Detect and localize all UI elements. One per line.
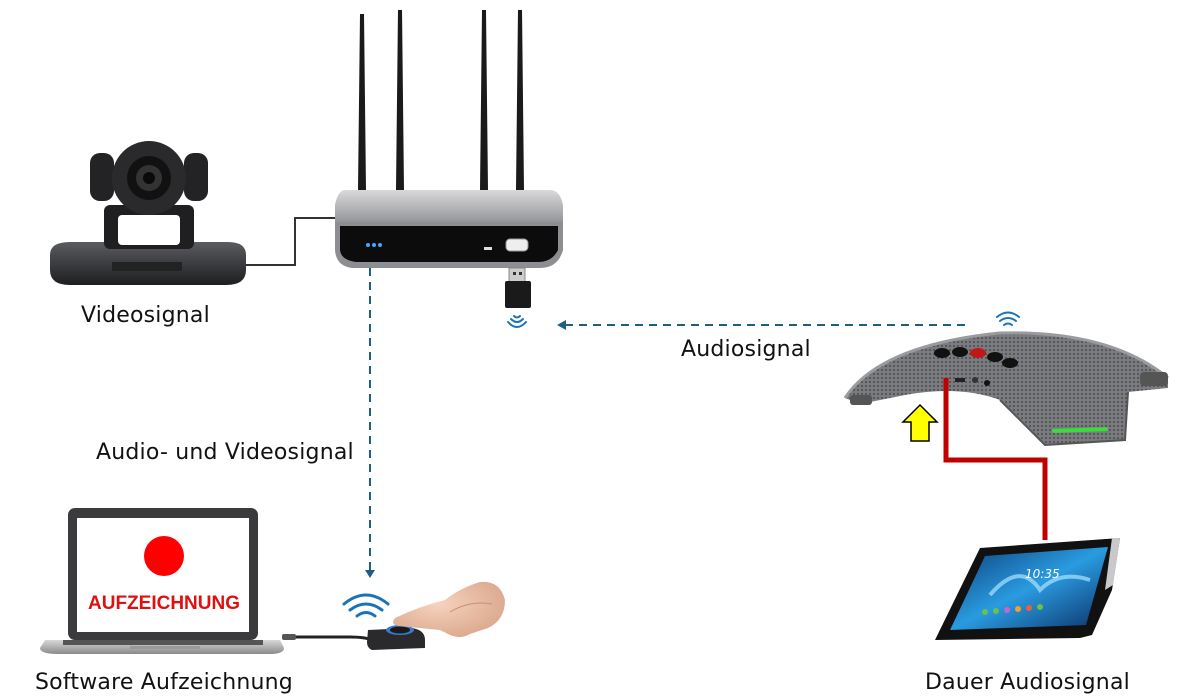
usb-dongle <box>505 267 531 308</box>
speaker-buttons <box>934 347 1018 368</box>
wifi-icon <box>996 311 1020 326</box>
hub-usb-port <box>505 238 529 252</box>
red-audio-cable <box>943 378 1048 540</box>
speaker-to-hub-label: Audiosignal <box>681 337 811 362</box>
laptop-label: Software Aufzeichnung <box>35 670 293 695</box>
wifi-icon <box>507 315 527 328</box>
wireless-hub <box>335 10 563 268</box>
hub-to-dongle-label: Audio- und Videosignal <box>96 440 354 465</box>
wifi-icon <box>342 593 390 618</box>
tablet: 10:35 <box>935 538 1120 640</box>
arrow-left-icon <box>557 320 566 330</box>
tablet-label: Dauer Audiosignal <box>925 670 1130 695</box>
hand-pointer-icon <box>393 581 505 637</box>
ptz-camera <box>50 141 246 285</box>
antenna-icon <box>358 10 524 190</box>
tablet-clock: 10:35 <box>1025 567 1060 581</box>
share-button <box>367 625 425 650</box>
app-icons <box>982 604 1043 615</box>
highlight-arrow-icon <box>901 403 939 442</box>
laptop-screen-text: AUFZEICHNUNG <box>88 593 240 614</box>
usb-cable <box>284 635 373 642</box>
record-icon <box>144 536 184 576</box>
laptop: AUFZEICHNUNG <box>40 508 284 654</box>
conference-speaker <box>843 331 1169 447</box>
camera-cable <box>246 217 338 266</box>
arrow-down-icon <box>365 570 375 578</box>
hub-led <box>366 243 370 247</box>
camera-label: Videosignal <box>81 303 210 328</box>
